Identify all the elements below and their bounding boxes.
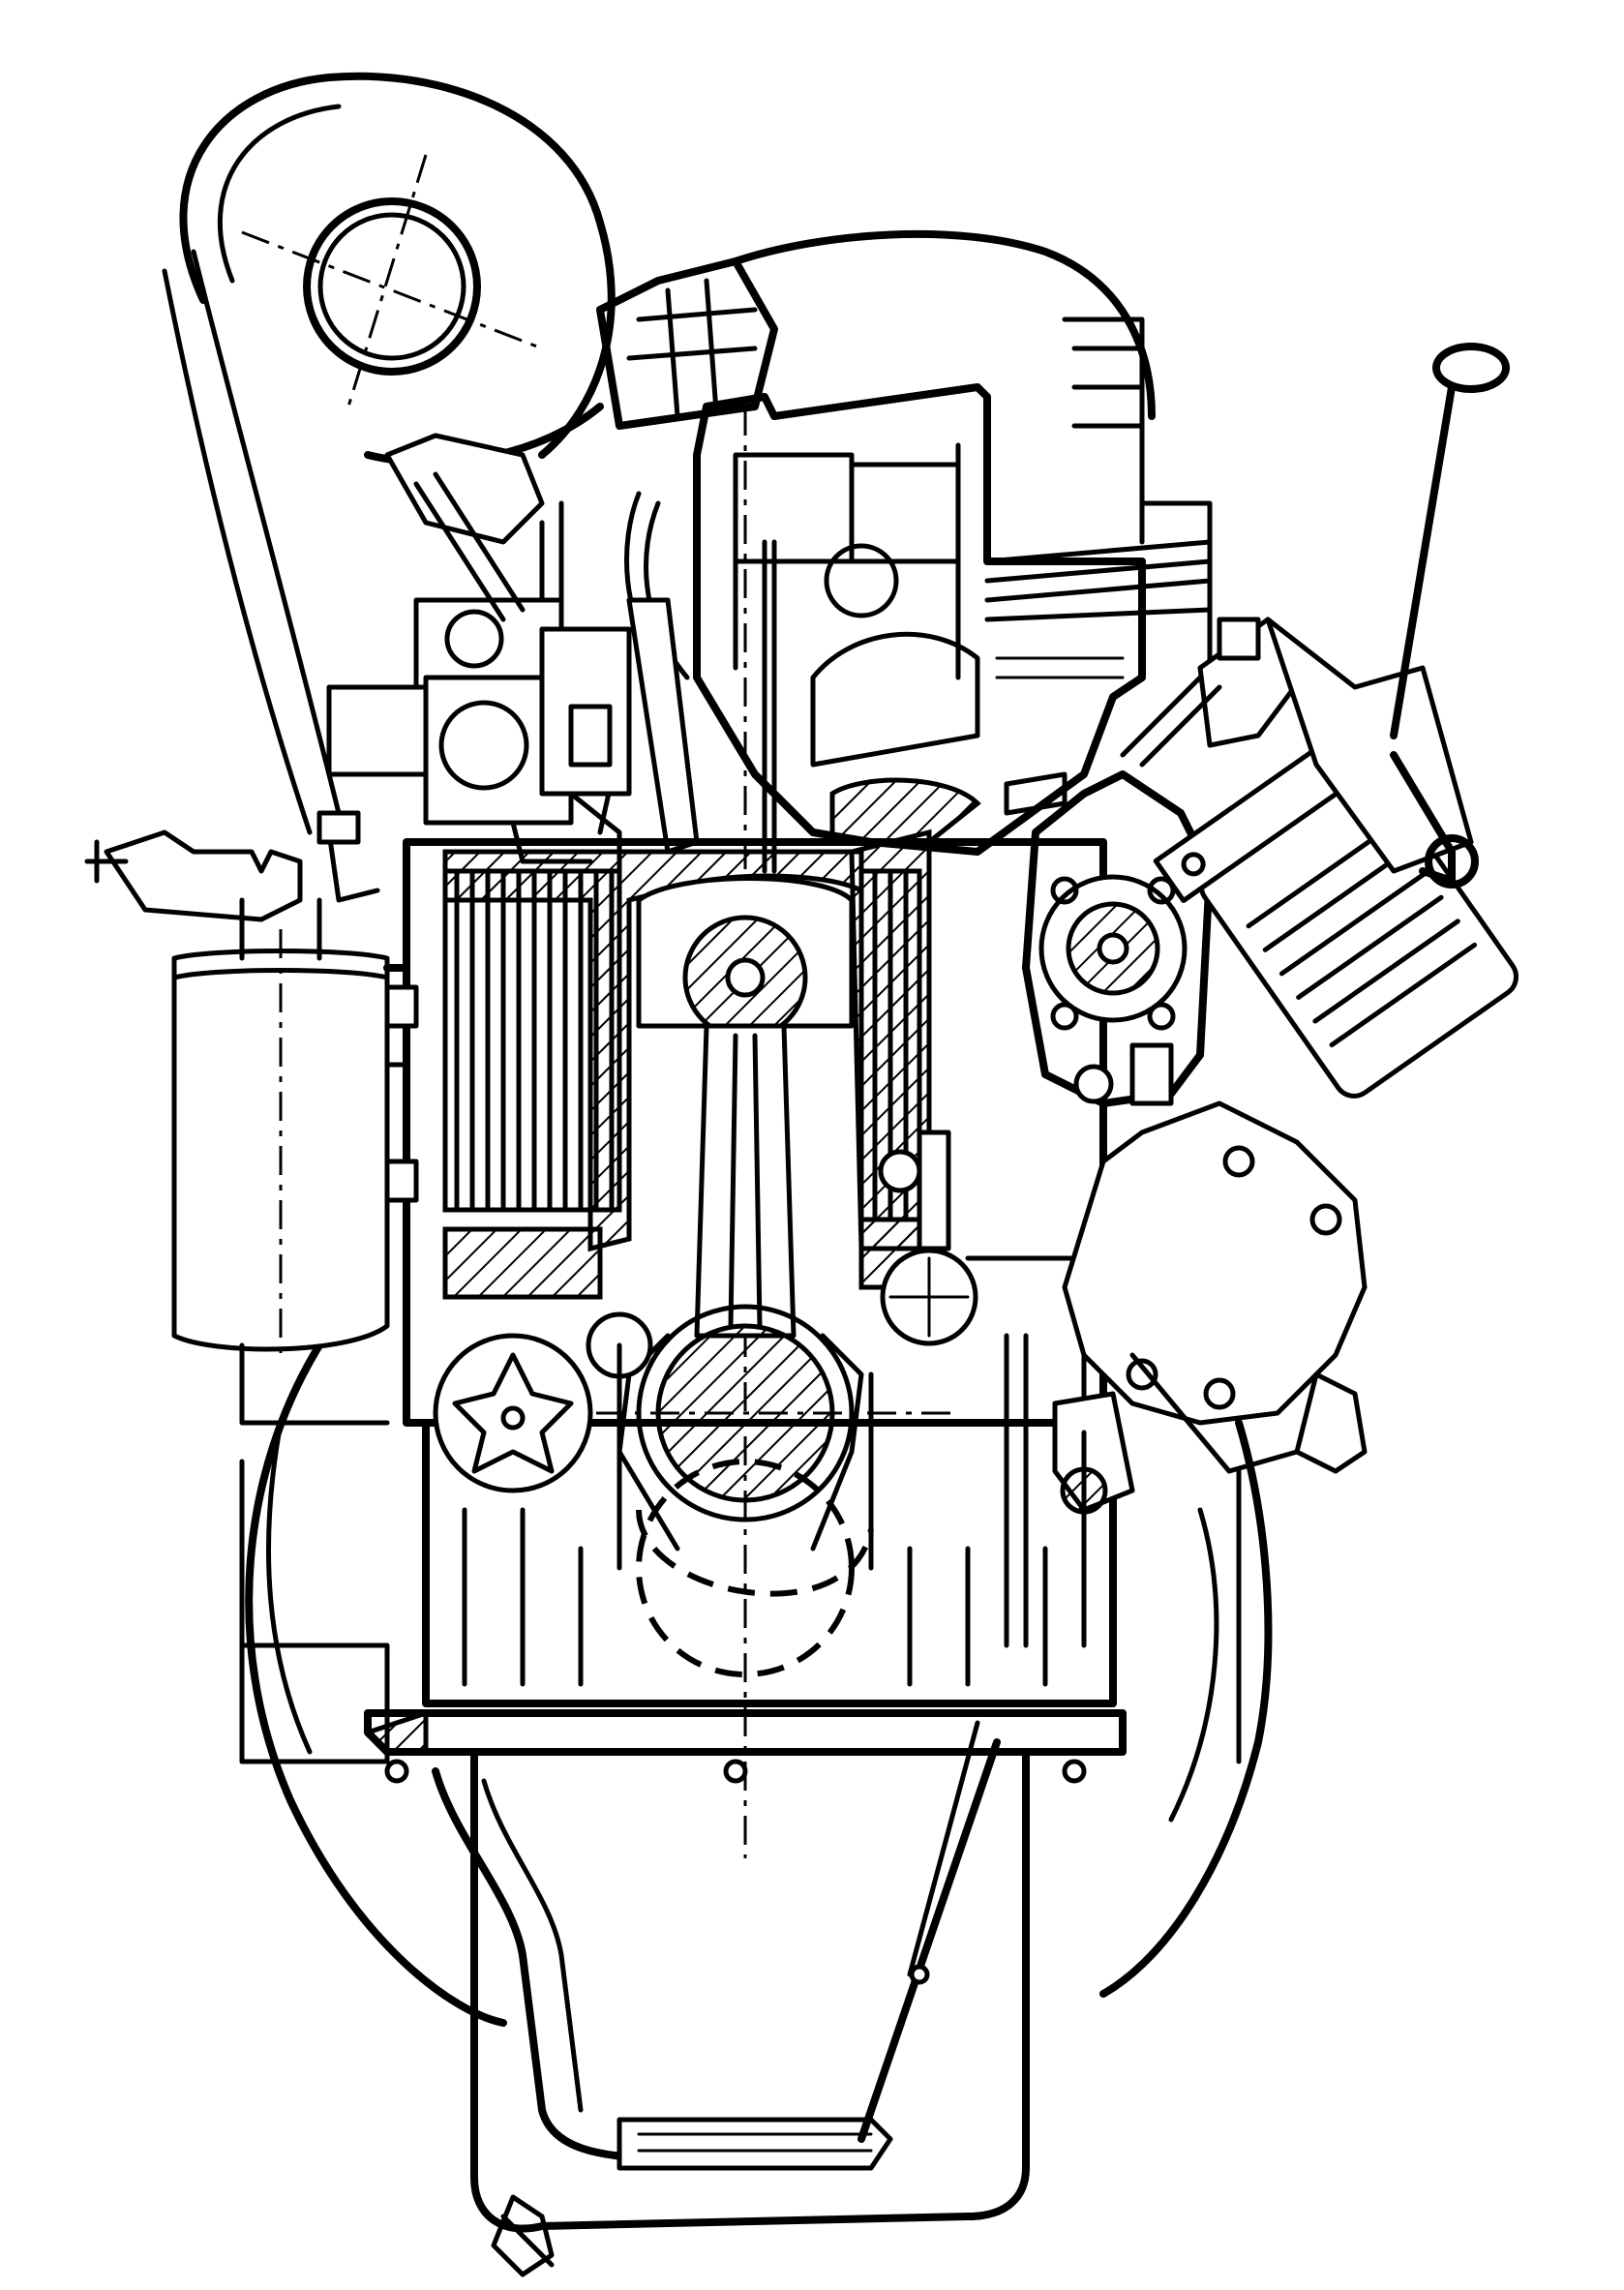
injection-pump: [1022, 770, 1214, 1107]
connecting-rod: [694, 1023, 797, 1339]
crankcase: [363, 1419, 1127, 1784]
rocker-cover-left: [733, 452, 855, 564]
thermostat-housing: [384, 433, 545, 545]
flywheel-housing: [239, 1341, 1273, 2027]
engine-block: [383, 777, 1107, 1677]
oil-filter: [84, 829, 390, 1426]
drain-plug: [491, 2194, 555, 2277]
lifting-rod: [1390, 383, 1456, 739]
dipstick: [857, 1738, 1001, 2143]
rocker-shaft: [824, 543, 899, 618]
top-left-fittings: [316, 471, 526, 903]
air-intake-ring: [303, 197, 481, 376]
filter-head: [104, 829, 303, 922]
fuel-filter-block: [326, 433, 632, 874]
oil-pump-gear: [452, 1352, 574, 1474]
cylinder-head: [693, 383, 1213, 1858]
alternator: [1052, 1100, 1368, 1552]
intake-duct: [596, 229, 1156, 545]
oil-strainer: [617, 2117, 893, 2171]
sump-flange: [364, 1709, 1127, 1756]
right-fittings: [1004, 617, 1261, 816]
oil-sump: [432, 1720, 1030, 2277]
